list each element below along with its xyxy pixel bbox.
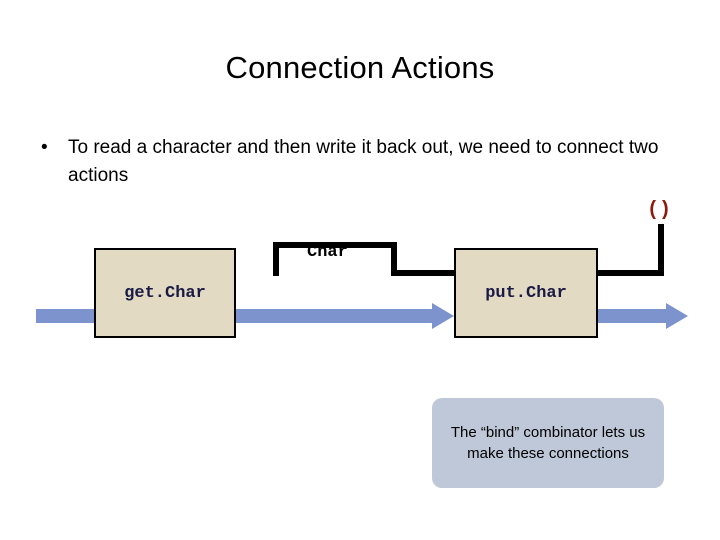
middle-arrow bbox=[236, 303, 454, 329]
output-arrow bbox=[598, 303, 688, 329]
char-connector-left-vertical bbox=[273, 242, 279, 276]
put-char-box: put.Char bbox=[454, 248, 598, 338]
page-title: Connection Actions bbox=[225, 50, 495, 85]
bullet-text: To read a character and then write it ba… bbox=[68, 137, 659, 186]
char-connector-horizontal bbox=[273, 242, 397, 248]
char-edge-label: Char bbox=[307, 243, 348, 262]
unit-connector-vertical bbox=[658, 224, 664, 276]
bullet-marker: • bbox=[41, 137, 48, 158]
char-connector-into-put bbox=[391, 270, 461, 276]
char-connector-right-vertical bbox=[391, 242, 397, 276]
unit-connector-horizontal bbox=[592, 270, 664, 276]
unit-edge-label: () bbox=[647, 199, 672, 222]
bind-callout: The “bind” combinator lets us make these… bbox=[432, 398, 664, 488]
get-char-box: get.Char bbox=[94, 248, 236, 338]
